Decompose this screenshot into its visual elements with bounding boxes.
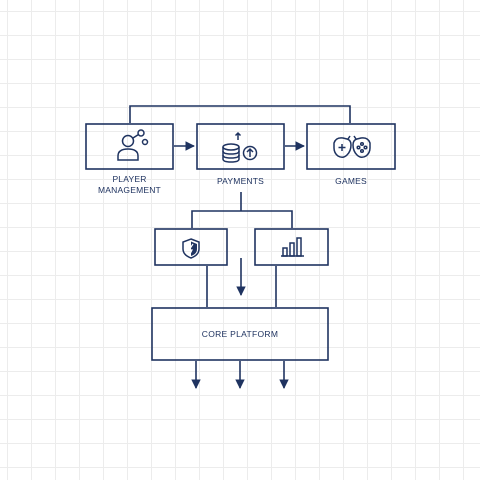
games-label: GAMES: [335, 176, 367, 186]
user-network-icon: [117, 129, 149, 161]
player-management-label: PLAYER MANAGEMENT: [86, 174, 173, 196]
coins-upload-icon: [222, 131, 258, 163]
analytics-box: [254, 228, 329, 266]
games-box: [306, 123, 396, 170]
payments-branch-connector: [191, 192, 293, 228]
player-management-box: [85, 123, 174, 170]
player-management-label-line2: MANAGEMENT: [98, 185, 161, 195]
payments-label: PAYMENTS: [216, 176, 265, 186]
core-platform-box: [151, 307, 329, 361]
bar-chart-icon: [281, 237, 304, 257]
gamepad-icon: [333, 135, 371, 159]
payments-box: [196, 123, 285, 170]
security-box: [154, 228, 228, 266]
shield-icon: [182, 238, 200, 259]
top-connector-line: [129, 105, 351, 123]
player-management-label-line1: PLAYER: [112, 174, 147, 184]
core-platform-label: CORE PLATFORM: [201, 329, 279, 339]
